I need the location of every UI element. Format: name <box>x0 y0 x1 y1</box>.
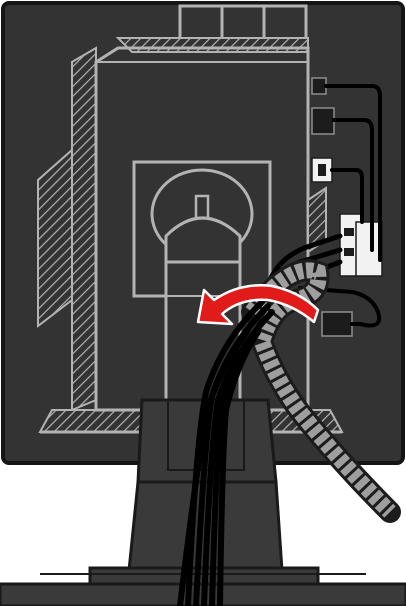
port-power-icon <box>312 78 326 94</box>
port-dvi-icon <box>312 108 334 134</box>
port-audio-icon <box>322 312 352 336</box>
